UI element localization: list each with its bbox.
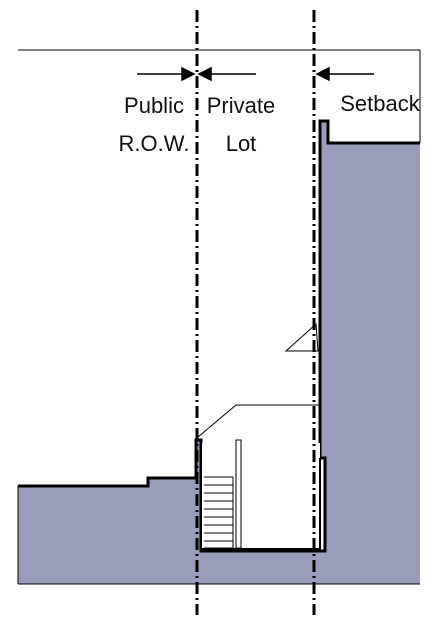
basement-space [201,443,320,549]
label-setback: Setback [340,91,420,116]
basement-outline [200,443,321,550]
awning [284,322,319,352]
label-private-line1: Private [207,93,275,118]
property-line-arrows [137,66,256,82]
label-private-line2: Lot [226,131,257,156]
setback-arrow [315,66,374,82]
ground-mass [18,121,420,584]
basement-stair [204,476,234,549]
stair-wall [235,439,242,549]
label-public-line2: R.O.W. [119,131,190,156]
label-public-line1: Public [124,93,184,118]
canopy-line [197,404,320,438]
ground-profile-line [18,119,420,553]
